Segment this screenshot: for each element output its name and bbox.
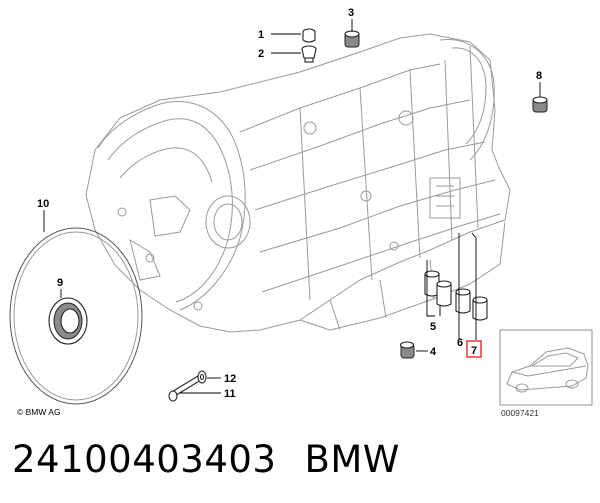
part-4-grommet — [399, 341, 415, 359]
callout-4: 4 — [430, 346, 437, 358]
transmission-housing-drawing — [85, 33, 511, 333]
callout-1: 1 — [258, 29, 264, 41]
part-10-gasket-ring — [9, 227, 143, 405]
part-9-shaft-seal — [48, 297, 88, 345]
leader-lines — [43, 19, 541, 394]
callout-3: 3 — [348, 7, 354, 19]
callout-12: 12 — [224, 373, 236, 385]
part-6-sleeve — [455, 288, 471, 314]
vehicle-inset: 00097421 — [499, 329, 593, 418]
car-icon — [506, 347, 589, 393]
part-number: 24100403403 — [12, 438, 277, 481]
drawing-number: 00097421 — [501, 408, 539, 418]
callout-10: 10 — [37, 198, 49, 210]
brand-name: BMW — [304, 438, 400, 481]
callout-9: 9 — [57, 277, 63, 289]
part-caption: 24100403403 BMW — [12, 438, 400, 481]
callout-8: 8 — [536, 70, 542, 82]
callout-6: 6 — [457, 337, 463, 349]
callout-5: 5 — [430, 321, 436, 333]
copyright-notice: © BMW AG — [17, 407, 61, 417]
callout-7: 7 — [471, 345, 477, 357]
part-3-bushing — [344, 30, 360, 48]
part-2-screw-plug — [301, 45, 317, 63]
callout-labels: 1 2 3 4 5 6 7 8 9 10 11 12 — [37, 7, 542, 400]
part-12-washer — [197, 370, 207, 384]
part-1-plug — [302, 28, 316, 43]
part-11-bolt — [168, 375, 202, 402]
part-8-bushing — [532, 96, 548, 113]
callout-2: 2 — [258, 48, 264, 60]
part-7-sleeve — [472, 296, 488, 321]
callout-7-highlight — [466, 340, 482, 358]
part-5-sleeves — [424, 270, 452, 307]
callout-11: 11 — [224, 388, 236, 400]
